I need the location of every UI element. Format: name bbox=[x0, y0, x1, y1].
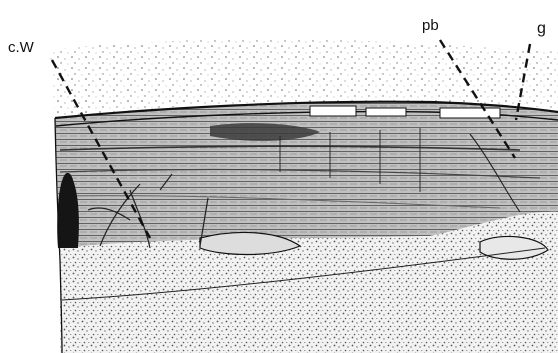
label-pb: pb bbox=[422, 18, 439, 33]
label-g: g bbox=[537, 21, 546, 37]
label-cw: c.W bbox=[8, 40, 34, 55]
